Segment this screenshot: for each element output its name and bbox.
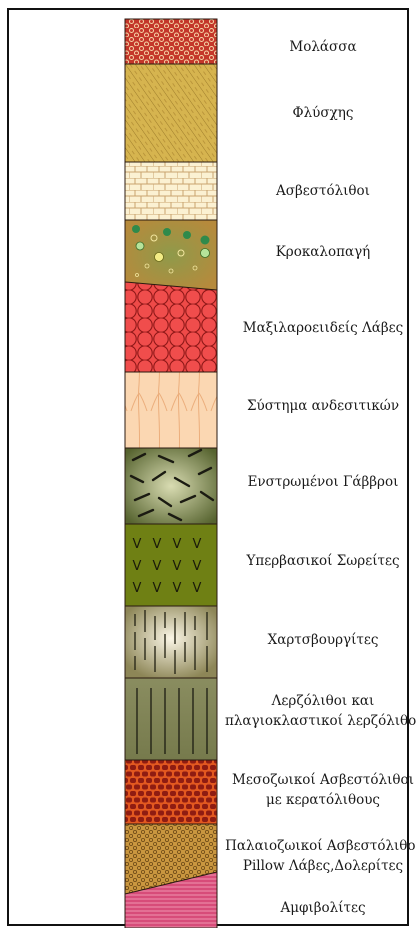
layer-harzburgites [125, 606, 217, 678]
svg-text:V: V [193, 537, 202, 552]
layer-lherzolites [125, 678, 217, 760]
svg-text:V: V [153, 537, 162, 552]
label-molassa: Μολάσσα [225, 37, 416, 57]
label-mesozoic-line-2: με κερατόλιθους [225, 790, 416, 810]
svg-text:V: V [173, 559, 182, 574]
svg-text:V: V [153, 559, 162, 574]
label-layered-gabbros: Ενστρωμένοι Γάββροι [225, 472, 416, 492]
svg-text:V: V [133, 537, 142, 552]
label-mesozoic-limestones: Μεσοζωικοί Ασβεστόλιθοι με κερατόλιθους [225, 770, 416, 810]
label-paleozoic-line-2: Pillow Λάβες,Δολερίτες [225, 856, 416, 876]
label-pillow-lavas: Μαξιλαροειιδείς Λάβες [225, 318, 416, 338]
label-lherzolites-line-1: Λερζόλιθοι και [225, 691, 416, 711]
svg-text:V: V [173, 581, 182, 596]
label-paleozoic-limestones: Παλαιοζωικοί Ασβεστόλιθοι Pillow Λάβες,Δ… [225, 836, 416, 876]
label-limestone: Ασβεστόλιθοι [225, 181, 416, 201]
svg-text:V: V [133, 581, 142, 596]
svg-text:V: V [153, 581, 162, 596]
layer-molassa [125, 19, 217, 64]
svg-text:V: V [193, 581, 202, 596]
label-amphibolites: Αμφιβολίτες [225, 898, 416, 918]
layer-conglomerate [125, 220, 217, 290]
svg-text:V: V [133, 559, 142, 574]
label-ultrabasic-bodies: Υπερβασικοί Σωρείτες [225, 551, 416, 571]
layer-limestone [125, 162, 217, 220]
label-harzburgites: Χαρτσβουργίτες [225, 630, 416, 650]
layer-pillow-lavas [125, 282, 217, 372]
svg-text:V: V [173, 537, 182, 552]
label-lherzolites-line-2: πλαγιοκλαστικοί λερζόλιθοι [225, 711, 416, 731]
label-flysch: Φλύσχης [225, 103, 416, 123]
layer-andesitic-system [125, 372, 217, 448]
layer-layered-gabbros [125, 448, 217, 524]
label-conglomerate: Κροκαλοπαγή [225, 242, 416, 262]
label-andesitic-system: Σύστημα ανδεσιτικών [225, 396, 416, 416]
label-lherzolites: Λερζόλιθοι και πλαγιοκλαστικοί λερζόλιθο… [225, 691, 416, 731]
layer-mesozoic-limestones [125, 760, 217, 824]
svg-text:V: V [193, 559, 202, 574]
label-mesozoic-line-1: Μεσοζωικοί Ασβεστόλιθοι [225, 770, 416, 790]
layer-flysch [125, 64, 217, 162]
label-paleozoic-line-1: Παλαιοζωικοί Ασβεστόλιθοι [225, 836, 416, 856]
